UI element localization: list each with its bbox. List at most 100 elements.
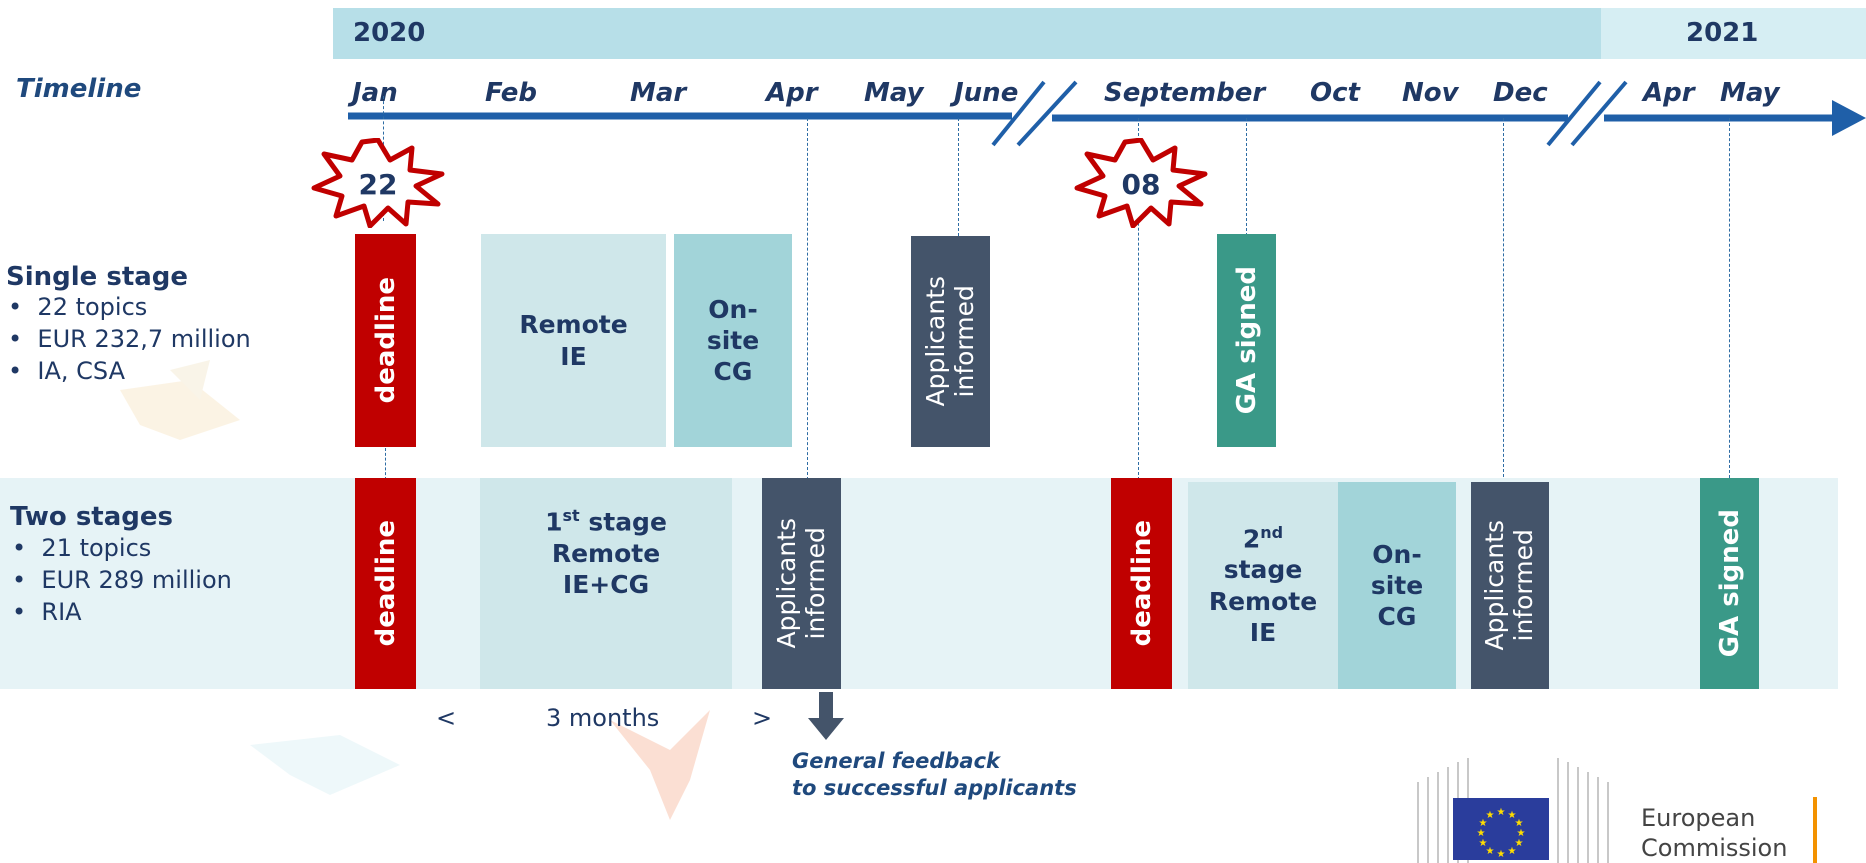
- second-stage-line3: Remote: [1208, 586, 1318, 616]
- first-stage-line1: 1st stage: [545, 506, 667, 537]
- remote-ie-line2: IE: [560, 341, 587, 371]
- deadline-star-1: [311, 138, 445, 228]
- svg-text:★: ★: [1479, 818, 1488, 829]
- dash-dec: [1503, 118, 1504, 482]
- single-applicants-box: Applicants informed: [911, 236, 990, 447]
- feedback-line1: General feedback: [792, 749, 1000, 773]
- bird-decoration-1: [120, 360, 240, 440]
- remote-ie-line1: Remote: [519, 310, 628, 340]
- duration-text: 3 months: [546, 704, 660, 732]
- second-stage-line1: 2nd: [1242, 522, 1284, 554]
- two-applicants-box-1: Applicants informed: [762, 478, 841, 689]
- onsite-line2: site: [706, 325, 760, 355]
- first-stage-line2: Remote: [551, 538, 661, 568]
- month-september: September: [1104, 78, 1266, 108]
- down-arrow-icon: [808, 692, 844, 740]
- second-stage-line4: IE: [1249, 617, 1277, 647]
- svg-text:★: ★: [1486, 846, 1495, 857]
- year-2021: 2021: [1686, 18, 1759, 48]
- two-ga-signed-box: GA signed: [1700, 478, 1759, 689]
- svg-text:★: ★: [1508, 846, 1517, 857]
- onsite-line3: CG: [713, 357, 753, 387]
- month-oct: Oct: [1310, 78, 1360, 108]
- single-remote-ie-box: Remote IE: [481, 234, 666, 447]
- dash-may-2021: [1729, 118, 1730, 478]
- two-deadline-box-1: deadline: [355, 478, 416, 689]
- duration-left-bracket: <: [436, 704, 457, 732]
- two-ga-signed-label: GA signed: [1714, 509, 1745, 658]
- second-stage-box: 2nd stage Remote IE: [1188, 482, 1338, 689]
- two-applicants1-line1: Applicants: [771, 518, 801, 649]
- deadline-star-2: [1074, 138, 1208, 228]
- year-bar-2021: [1601, 8, 1866, 59]
- dash-september: [1138, 118, 1139, 480]
- single-applicants-line1: Applicants: [920, 276, 950, 407]
- two-onsite-line2: site: [1370, 570, 1424, 600]
- month-jan: Jan: [352, 78, 398, 108]
- single-stage-bullet-2: • EUR 232,7 million: [8, 325, 251, 353]
- svg-text:★: ★: [1477, 828, 1486, 839]
- month-mar: Mar: [630, 78, 687, 108]
- feedback-line2: to successful applicants: [792, 776, 1077, 801]
- month-dec: Dec: [1493, 78, 1548, 108]
- svg-text:★: ★: [1515, 818, 1524, 829]
- year-2020: 2020: [353, 18, 426, 48]
- two-applicants2-line1: Applicants: [1480, 520, 1510, 651]
- first-stage-box: 1st stage Remote IE+CG: [480, 478, 732, 689]
- timeline-label: Timeline: [16, 74, 142, 104]
- svg-text:★: ★: [1479, 838, 1488, 849]
- bird-decoration-2: [250, 735, 400, 795]
- dash-jan-2: [385, 448, 386, 480]
- two-applicants-box-2: Applicants informed: [1471, 482, 1549, 689]
- single-ga-signed-box: GA signed: [1217, 234, 1276, 447]
- ec-logo-text: European Commission: [1641, 803, 1787, 863]
- svg-text:★: ★: [1515, 838, 1524, 849]
- first-stage-line3: IE+CG: [562, 569, 650, 599]
- two-onsite-line3: CG: [1377, 602, 1417, 632]
- svg-text:★: ★: [1508, 810, 1517, 821]
- svg-text:★: ★: [1517, 828, 1526, 839]
- two-stages-bullet-1: • 21 topics: [12, 534, 152, 562]
- ec-line1: European: [1641, 804, 1756, 832]
- single-ga-signed-label: GA signed: [1231, 266, 1262, 415]
- two-applicants2-line2: informed: [1509, 529, 1538, 642]
- general-feedback-note: General feedback to successful applicant…: [792, 748, 1077, 803]
- single-deadline-label: deadline: [370, 277, 401, 404]
- single-stage-bullet-1: • 22 topics: [8, 293, 148, 321]
- ec-logo-orange-bar: [1813, 797, 1817, 863]
- svg-text:★: ★: [1497, 849, 1506, 860]
- two-onsite-cg-box: On- site CG: [1338, 482, 1456, 689]
- month-june: June: [954, 78, 1019, 108]
- month-may: May: [864, 78, 924, 108]
- month-feb: Feb: [485, 78, 537, 108]
- bird-decoration-3: [610, 710, 710, 820]
- star-label-1: 22: [358, 168, 398, 201]
- duration-right-bracket: >: [752, 704, 773, 732]
- onsite-line1: On-: [708, 294, 758, 324]
- two-stages-bullet-2: • EUR 289 million: [12, 566, 232, 594]
- single-deadline-box: deadline: [355, 234, 416, 447]
- single-onsite-cg-box: On- site CG: [674, 234, 792, 447]
- two-applicants1-line2: informed: [800, 527, 830, 640]
- second-stage-line2: stage: [1223, 555, 1303, 585]
- two-onsite-line1: On-: [1372, 539, 1422, 569]
- two-stages-bullet-3: • RIA: [12, 598, 82, 626]
- dash-oct: [1246, 118, 1247, 236]
- ec-line2: Commission: [1641, 834, 1788, 862]
- star-label-2: 08: [1121, 168, 1161, 201]
- two-deadline-box-2: deadline: [1111, 478, 1172, 689]
- two-stages-band: [0, 478, 1838, 689]
- dash-apr: [807, 118, 808, 480]
- two-deadline-label-2: deadline: [1126, 520, 1157, 647]
- single-applicants-line2: informed: [949, 285, 979, 398]
- month-nov: Nov: [1402, 78, 1459, 108]
- month-may-2021: May: [1720, 78, 1780, 108]
- two-stages-title: Two stages: [10, 502, 173, 532]
- month-apr-2021: Apr: [1643, 78, 1695, 108]
- single-stage-bullet-3: • IA, CSA: [8, 357, 126, 385]
- timeline-arrow: [348, 80, 1866, 147]
- month-apr: Apr: [766, 78, 818, 108]
- two-deadline-label-1: deadline: [370, 520, 401, 647]
- svg-text:★: ★: [1486, 810, 1495, 821]
- dash-june: [958, 118, 959, 236]
